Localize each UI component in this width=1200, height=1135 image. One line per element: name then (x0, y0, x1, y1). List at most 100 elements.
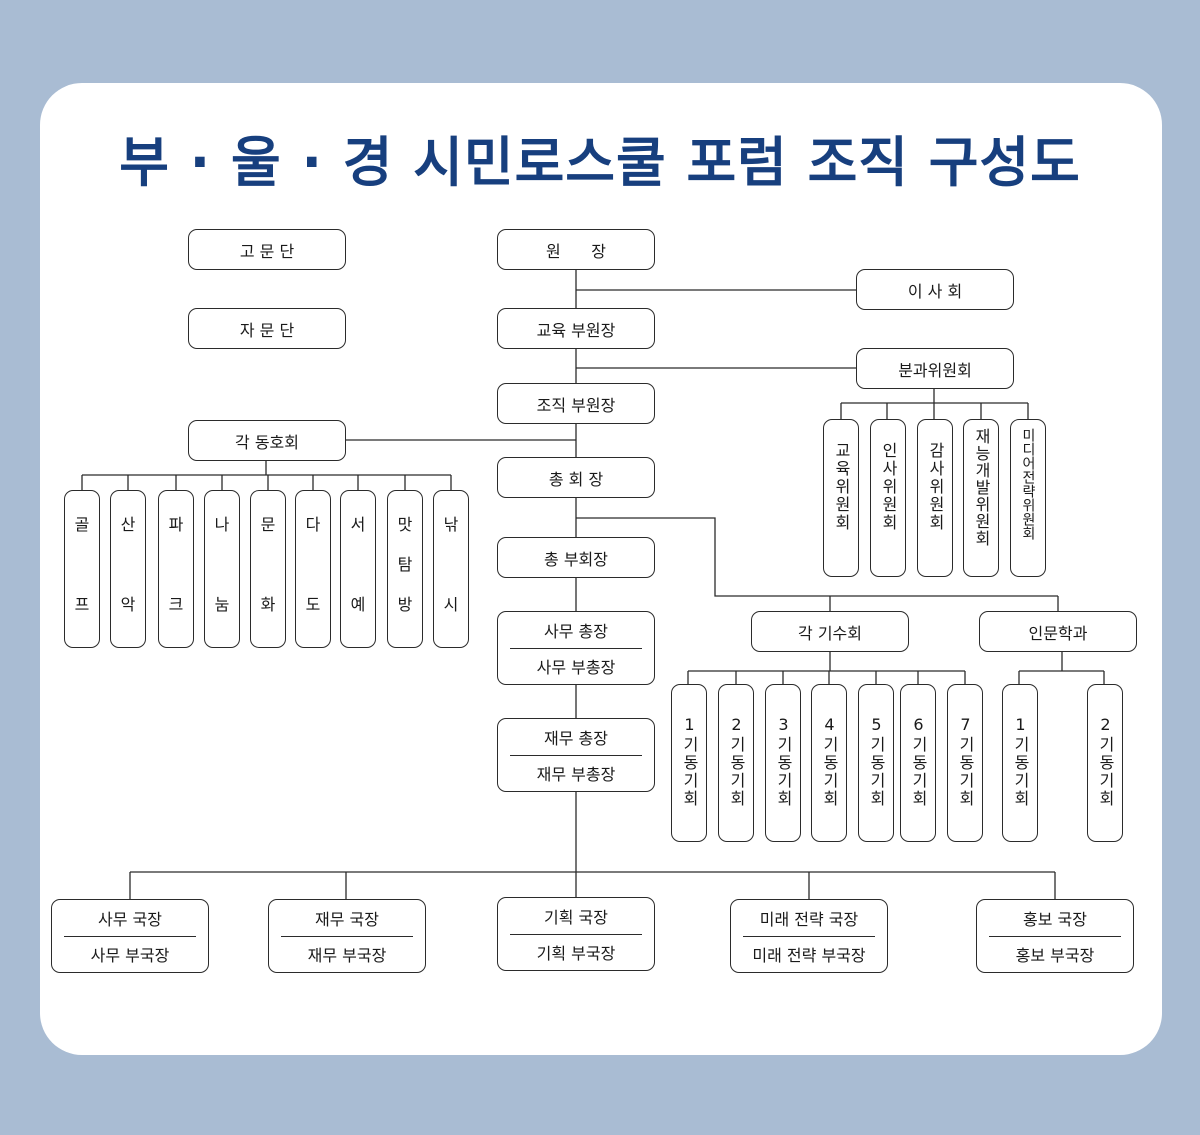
cohort-item-label: 4기동기회 (820, 715, 839, 808)
humanities-cohort-item: 1기동기회 (1002, 684, 1038, 842)
cohort-item: 5기동기회 (858, 684, 894, 842)
cohort-item-label: 5기동기회 (867, 715, 886, 808)
divider (281, 935, 413, 937)
department-box: 미래 전략 국장 미래 전략 부국장 (730, 899, 888, 973)
secretary-general-label: 사무 총장 (544, 621, 608, 641)
humanities-cohort-item: 2기동기회 (1087, 684, 1123, 842)
vice-chairman-label: 총 부회장 (544, 549, 608, 569)
committee-item: 인사위원회 (870, 419, 906, 577)
cohort-item: 1기동기회 (671, 684, 707, 842)
department-box: 홍보 국장 홍보 부국장 (976, 899, 1134, 973)
committees-label: 분과위원회 (898, 360, 972, 380)
club-item-top: 골 (74, 515, 90, 534)
humanities-cohort-label: 1기동기회 (1011, 715, 1030, 808)
committee-item: 교육위원회 (823, 419, 859, 577)
finance-general-label: 재무 총장 (544, 728, 608, 748)
club-item-bottom: 프 (74, 595, 90, 614)
committee-item-label: 미디어전략위원회 (1020, 428, 1036, 540)
secretary-box: 사무 총장 사무 부총장 (497, 611, 655, 685)
club-item-bottom: 시 (443, 595, 459, 614)
divider (510, 647, 642, 649)
vice-chairman-box: 총 부회장 (497, 537, 655, 578)
cohort-item-label: 7기동기회 (956, 715, 975, 808)
humanities-box: 인문학과 (979, 611, 1137, 652)
consulting-group-box: 자 문 단 (188, 308, 346, 349)
divider (743, 935, 875, 937)
finance-box: 재무 총장 재무 부총장 (497, 718, 655, 792)
cohort-line (576, 517, 1058, 597)
club-item-top: 산 (120, 515, 136, 534)
club-item-bottom: 예 (350, 595, 366, 614)
consulting-group-label: 자 문 단 (239, 320, 295, 340)
president-box: 원 장 (497, 229, 655, 270)
club-item-top: 낚 (443, 515, 459, 534)
cohort-item: 7기동기회 (947, 684, 983, 842)
club-item-bottom: 눔 (214, 595, 230, 614)
department-head-label: 기획 국장 (544, 907, 608, 927)
club-item-bottom: 크 (168, 595, 184, 614)
department-deputy-label: 홍보 부국장 (1015, 946, 1095, 966)
cohorts-label: 각 기수회 (798, 623, 862, 643)
club-item-bottom: 도 (305, 595, 321, 614)
cohort-item-label: 3기동기회 (774, 715, 793, 808)
edu-vp-box: 교육 부원장 (497, 308, 655, 349)
cohort-item: 2기동기회 (718, 684, 754, 842)
org-vp-label: 조직 부원장 (536, 395, 616, 415)
committee-item-label: 교육위원회 (832, 442, 851, 532)
president-label: 원 장 (546, 241, 606, 261)
department-head-label: 미래 전략 국장 (759, 909, 859, 929)
department-box: 사무 국장 사무 부국장 (51, 899, 209, 973)
chairman-box: 총 회 장 (497, 457, 655, 498)
humanities-cohort-label: 2기동기회 (1096, 715, 1115, 808)
committee-item-label: 인사위원회 (879, 442, 898, 532)
department-head-label: 홍보 국장 (1023, 909, 1087, 929)
cohort-item: 3기동기회 (765, 684, 801, 842)
committee-item: 미디어전략위원회 (1010, 419, 1046, 577)
department-deputy-label: 기획 부국장 (536, 944, 616, 964)
department-deputy-label: 미래 전략 부국장 (752, 946, 866, 966)
department-deputy-label: 사무 부국장 (90, 946, 170, 966)
edu-vp-label: 교육 부원장 (536, 320, 616, 340)
department-head-label: 재무 국장 (315, 909, 379, 929)
org-vp-box: 조직 부원장 (497, 383, 655, 424)
committee-item: 감사위원회 (917, 419, 953, 577)
club-item-top: 파 (168, 515, 184, 534)
committee-item-label: 재능개발위원회 (972, 428, 991, 547)
committee-item-label: 감사위원회 (926, 442, 945, 532)
cohorts-box: 각 기수회 (751, 611, 909, 652)
committee-item: 재능개발위원회 (963, 419, 999, 577)
board-label: 이 사 회 (907, 281, 963, 301)
divider (989, 935, 1121, 937)
advisory-group-label: 고 문 단 (239, 241, 295, 261)
department-box: 기획 국장 기획 부국장 (497, 897, 655, 971)
club-item-top: 문 (260, 515, 276, 534)
club-item-top: 나 (214, 515, 230, 534)
secretary-vice-label: 사무 부총장 (536, 658, 616, 678)
club-item-bottom: 악 (120, 595, 136, 614)
cohort-item-label: 2기동기회 (727, 715, 746, 808)
cohort-item: 6기동기회 (900, 684, 936, 842)
club-item-top: 서 (350, 515, 366, 534)
divider (64, 935, 196, 937)
department-box: 재무 국장 재무 부국장 (268, 899, 426, 973)
advisory-group-box: 고 문 단 (188, 229, 346, 270)
cohort-item-label: 1기동기회 (680, 715, 699, 808)
divider (510, 754, 642, 756)
humanities-label: 인문학과 (1028, 623, 1088, 643)
cohort-item-label: 6기동기회 (909, 715, 928, 808)
club-item-bottom: 방 (397, 595, 413, 614)
department-deputy-label: 재무 부국장 (307, 946, 387, 966)
page-title: 부 · 울 · 경 시민로스쿨 포럼 조직 구성도 (119, 131, 1081, 194)
department-head-label: 사무 국장 (98, 909, 162, 929)
committees-box: 분과위원회 (856, 348, 1014, 389)
clubs-label: 각 동호회 (235, 432, 299, 452)
